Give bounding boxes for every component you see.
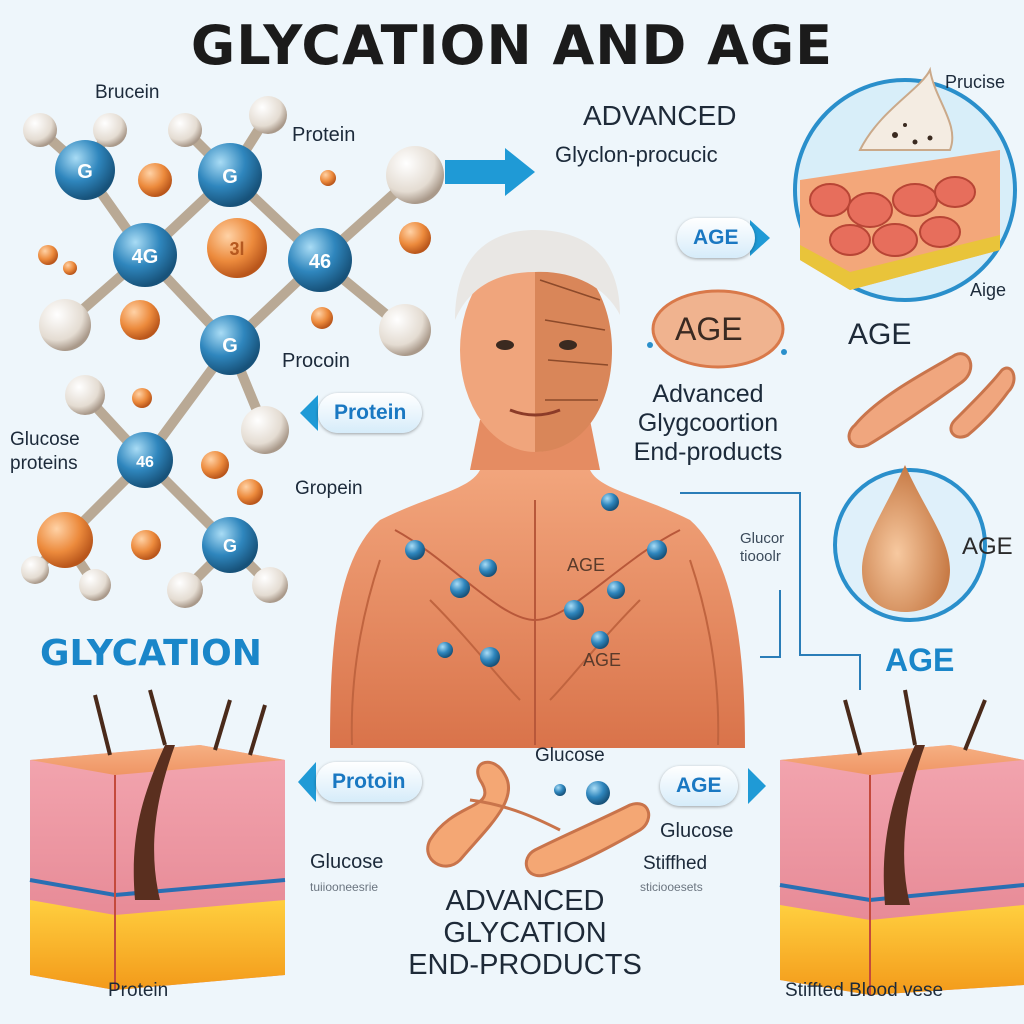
arrow-right-icon (445, 148, 535, 196)
node-label: 3l (229, 239, 244, 259)
label-glucose-left-sub: tuiiooneesrie (310, 880, 379, 894)
label-advanced: Advanced (652, 380, 764, 408)
protoin-badge: Protoin (316, 762, 422, 802)
arrow-right-icon (748, 768, 766, 804)
node-label: 46 (136, 454, 154, 471)
label-protein: Protein (292, 124, 356, 146)
node-label: G (223, 536, 237, 556)
label-stiffhed-sub: sticiooesets (640, 880, 703, 894)
node-label: G (222, 335, 238, 357)
arrow-left-icon (300, 395, 318, 431)
label-glyclon: Glyclon-procucic (555, 142, 718, 167)
torso-age-label: AGE (583, 650, 622, 670)
label-glucose-left: Glucose (310, 851, 384, 873)
drop-age-label: AGE (962, 533, 1013, 560)
arrows (298, 148, 770, 804)
label-aige: Aige (970, 280, 1007, 300)
arrow-right-icon (750, 220, 770, 256)
label-protein-bottom: Protein (108, 980, 169, 1001)
molecule-atoms (21, 96, 444, 608)
protein-badge: Protein (318, 393, 423, 433)
label-stiffhed: Stiffhed (643, 853, 708, 874)
label-stiffed-blood: Stiffted Blood vese (785, 980, 944, 1001)
label-glygcoortion: Glygcoortion (637, 409, 779, 437)
age-badge-bottom: AGE (660, 766, 738, 806)
label-procoin: Procoin (282, 350, 350, 372)
age-heading-right: AGE (885, 642, 955, 678)
label-end-products: End-products (633, 438, 783, 466)
age-drop (833, 465, 987, 622)
torso-age-label: AGE (567, 555, 606, 575)
collagen-fibers (847, 352, 1016, 449)
page-title: GLYCATION AND AGE (190, 14, 834, 77)
mitochondria (426, 760, 651, 878)
node-label: G (222, 166, 238, 188)
advanced-bottom-block: ADVANCED GLYCATION END-PRODUCTS (380, 885, 670, 981)
label-glycation-bottom: GLYCATION (443, 917, 607, 949)
label-glucor: Glucor tiooolr (740, 530, 785, 565)
connector-lines (680, 492, 861, 690)
label-prucise: Prucise (945, 72, 1006, 92)
age-capsule (647, 289, 787, 369)
label-end-products-bottom: END-PRODUCTS (408, 949, 642, 981)
node-label: 4G (132, 246, 159, 268)
advanced-heading: ADVANCED (583, 100, 737, 131)
label-advanced-bottom: ADVANCED (445, 885, 605, 917)
molecule-node-labels: G G 4G 3l 46 G 46 G (77, 161, 331, 556)
label-glucose-proteins: Glucose proteins (10, 429, 80, 474)
age-capsule-label: AGE (675, 311, 743, 347)
human-figure (330, 230, 745, 748)
advanced-mid-block: Advanced Glygcoortion End-products (608, 380, 808, 467)
age-label: AGE (848, 318, 912, 351)
arrow-left-icon (298, 762, 316, 802)
skin-block-left (29, 689, 286, 990)
label-brucein: Brucein (95, 82, 160, 103)
age-badge: AGE (677, 218, 755, 258)
glycation-heading: GLYCATION (40, 633, 262, 674)
label-glucose-right: Glucose (660, 820, 734, 842)
label-glucose-center: Glucose (535, 745, 605, 766)
node-label: 46 (309, 251, 331, 273)
node-label: G (77, 161, 93, 183)
label-gropein: Gropein (295, 478, 363, 499)
tissue-cross-section (793, 66, 1017, 302)
skin-block-right (779, 689, 1024, 995)
